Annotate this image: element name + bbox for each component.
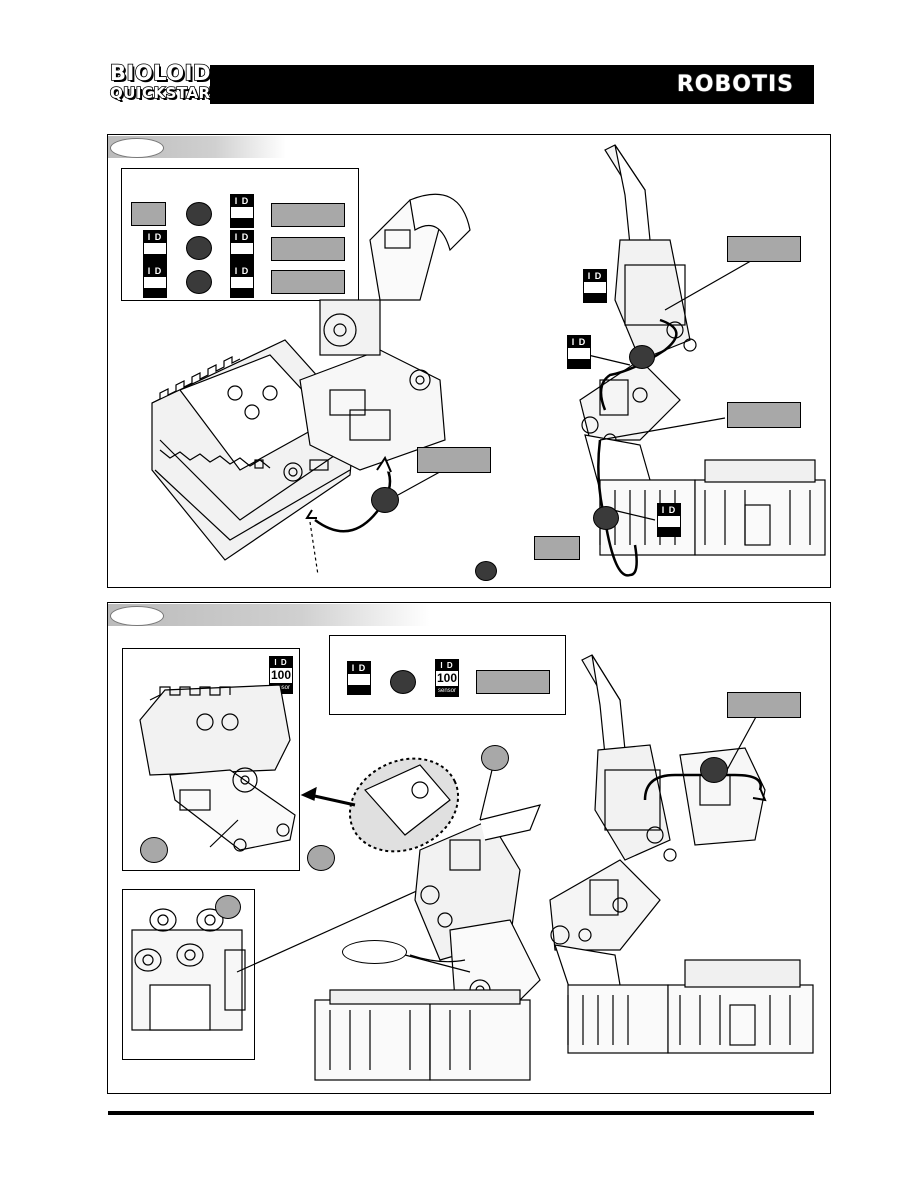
id-tag-label: I D (270, 657, 292, 668)
header-bar (210, 65, 814, 104)
id-tag: I D (230, 194, 254, 228)
legend-description-3 (271, 270, 345, 294)
id-tag-label: I D (584, 270, 606, 282)
id-tag: I D (583, 269, 607, 303)
id-tag-label: I D (144, 231, 166, 243)
id-tag-label: I D (231, 195, 253, 207)
id-tag: I D (143, 264, 167, 298)
sensor-id-number: 100 (270, 668, 292, 682)
id-tag: I D (657, 503, 681, 537)
step-number-oval-2 (110, 606, 164, 626)
legend-marker-4 (390, 670, 416, 694)
legend-marker-3 (186, 270, 212, 294)
id-tag: I D (230, 230, 254, 264)
callout-marker-1 (371, 487, 399, 513)
legend-description-2 (271, 237, 345, 261)
id-tag-label: I D (436, 660, 458, 671)
id-tag-label: I D (568, 336, 590, 348)
callout-label-2 (727, 236, 801, 262)
callout-marker-4 (593, 506, 619, 530)
footer-bar (108, 1111, 814, 1115)
robotis-logo: ROBOTIS (676, 71, 794, 97)
id-tag: I D (230, 264, 254, 298)
callout-marker-9 (700, 757, 728, 783)
legend-description-4 (476, 670, 550, 694)
callout-marker-2 (475, 561, 497, 581)
callout-oval-label (342, 940, 407, 964)
callout-label-4 (534, 536, 580, 560)
step-tab-2 (108, 604, 430, 626)
legend-description-1 (271, 203, 345, 227)
legend-part-label (131, 202, 166, 226)
sensor-id-number: 100 (436, 671, 458, 685)
callout-marker-6 (307, 845, 335, 871)
sensor-id-caption: sensor (436, 686, 458, 696)
step-number-oval-1 (110, 138, 164, 158)
logo-line-2: QUICKSTART (109, 83, 221, 103)
callout-marker-3 (629, 345, 655, 369)
sensor-id-tag: I D 100 sensor (435, 659, 459, 697)
id-tag-label: I D (231, 265, 253, 277)
id-tag: I D (143, 230, 167, 264)
callout-marker-7 (140, 837, 168, 863)
id-tag-label: I D (144, 265, 166, 277)
logo-line-1: BIOLOID (109, 61, 211, 85)
id-tag-label: I D (231, 231, 253, 243)
callout-label-3 (727, 402, 801, 428)
callout-marker-5 (481, 745, 509, 771)
callout-marker-8 (215, 895, 241, 919)
id-tag: I D (567, 335, 591, 369)
callout-label-1 (417, 447, 491, 473)
callout-label-5 (727, 692, 801, 718)
id-tag-label: I D (658, 504, 680, 516)
id-tag-label: I D (348, 662, 370, 674)
id-tag: I D (347, 661, 371, 695)
bioloid-quickstart-logo: BIOLOID QUICKSTART (109, 61, 221, 105)
legend-marker-1 (186, 202, 212, 226)
legend-marker-2 (186, 236, 212, 260)
